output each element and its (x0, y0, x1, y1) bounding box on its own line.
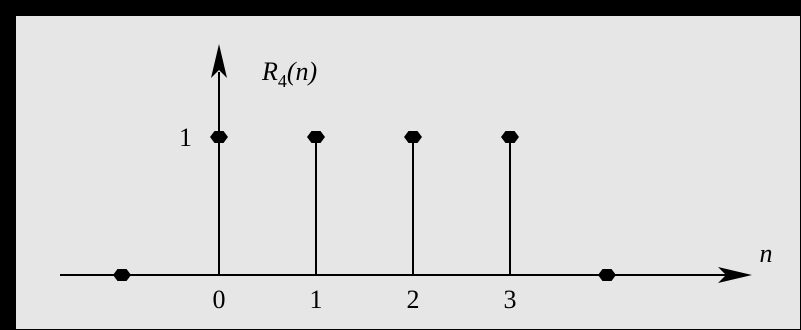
function-label-base: R (261, 57, 278, 86)
x-tick-label: 2 (407, 285, 420, 314)
y-axis-arrowhead (211, 44, 227, 78)
x-axis-label: n (760, 239, 773, 268)
stem-point (598, 269, 616, 281)
stem-point (404, 131, 422, 143)
y-tick-labels: 1 (179, 123, 192, 152)
x-tick-label: 1 (310, 285, 323, 314)
y-tick-label: 1 (179, 123, 192, 152)
stem-point (501, 131, 519, 143)
x-tick-labels: 0 1 2 3 (213, 285, 517, 314)
stem-point (210, 131, 228, 143)
stem-point (113, 269, 131, 281)
x-tick-label: 3 (504, 285, 517, 314)
x-axis-arrowhead (718, 267, 752, 283)
function-label-argument: (n) (287, 57, 317, 86)
stem-marks (113, 131, 616, 281)
chart-panel (16, 16, 800, 329)
stem-point (307, 131, 325, 143)
function-label-subscript: 4 (278, 71, 287, 91)
function-label: R4(n) (261, 57, 317, 91)
x-tick-label: 0 (213, 285, 226, 314)
